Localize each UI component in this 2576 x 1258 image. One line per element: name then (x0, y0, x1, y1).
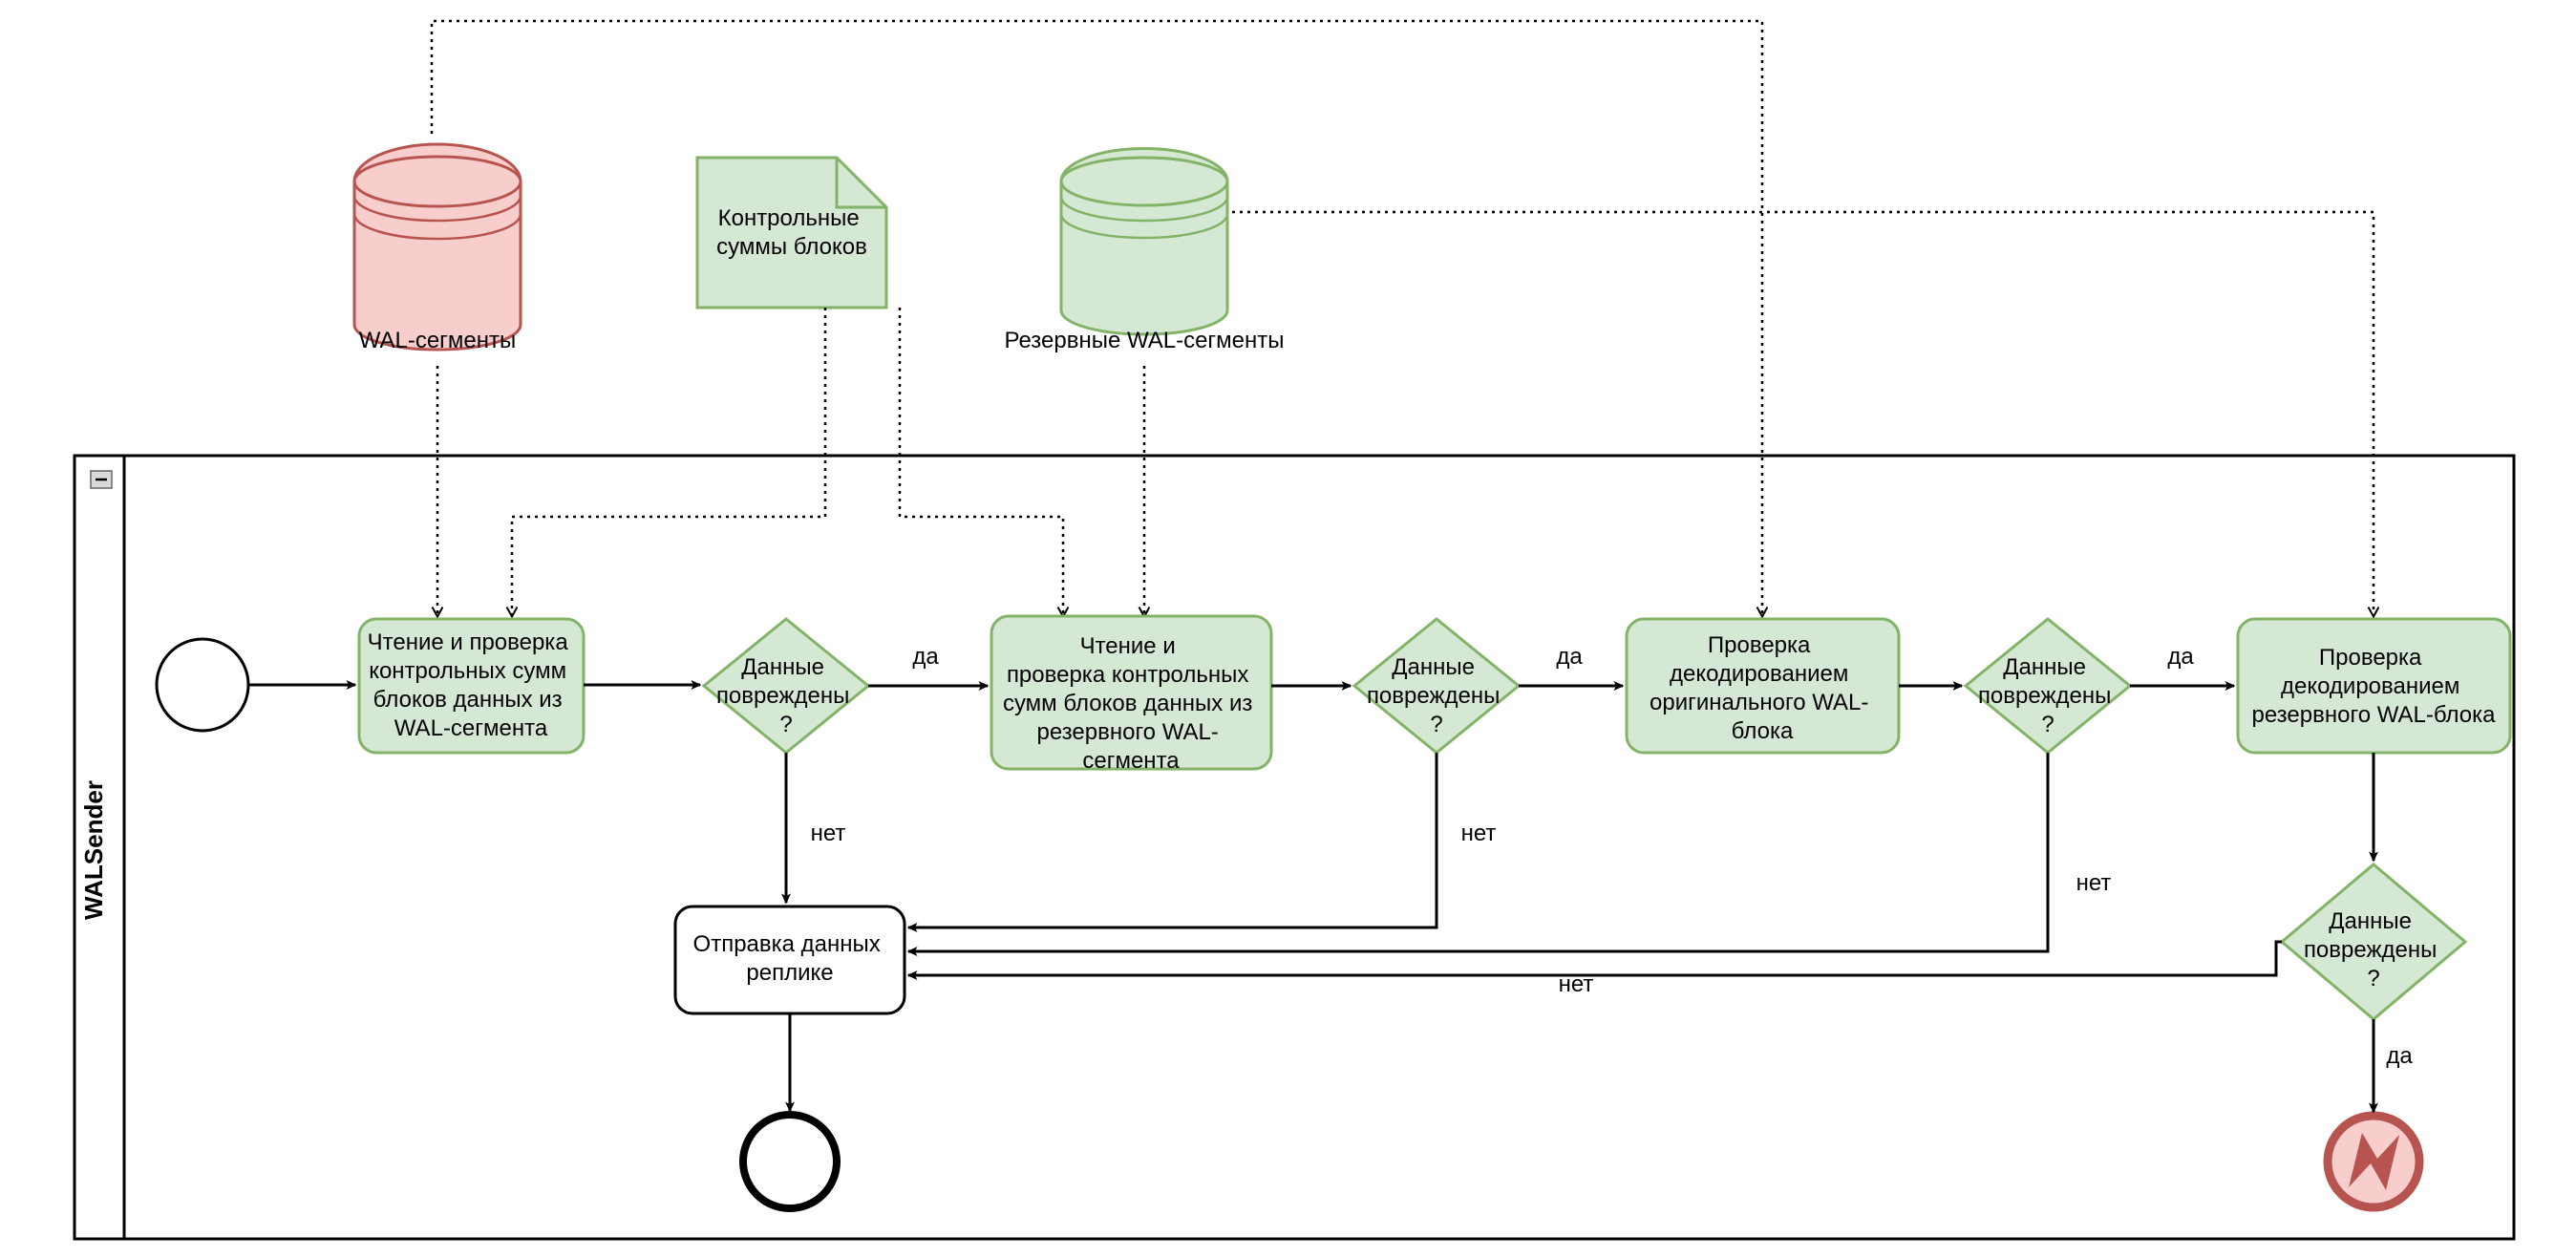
task-read-check-wal-label: Чтение и проверка контрольных сумм блоко… (368, 629, 575, 741)
gateway-3-label: Данные повреждены ? (1978, 654, 2118, 737)
edge-label-no-4: нет (1559, 971, 1594, 997)
flow-gateway2-no-to-send (906, 753, 1438, 932)
datastore-block-checksums[interactable]: Контрольные суммы блоков (695, 156, 888, 309)
edge-label-yes-1: да (912, 644, 939, 670)
association-backup-to-task4 (1232, 210, 2374, 616)
gateway-3[interactable]: Данные повреждены ? (1963, 617, 2133, 755)
datastore-backup-wal-segments-label: Резервные WAL-сегменты (1004, 328, 1284, 353)
task-read-check-wal[interactable]: Чтение и проверка контрольных сумм блоко… (357, 617, 585, 755)
association-wal-to-task3 (430, 19, 1762, 616)
gateway-1-label: Данные повреждены ? (716, 654, 856, 737)
edge-label-yes-2: да (1556, 644, 1583, 670)
datastore-wal-segments-label: WAL-сегменты (359, 328, 517, 353)
gateway-4-label: Данные повреждены ? (2304, 908, 2443, 991)
edge-label-no-1: нет (811, 821, 846, 846)
edge-label-no-2: нет (1461, 821, 1497, 846)
pool-label: WALSender (79, 780, 108, 920)
datastore-block-checksums-label: Контрольные суммы блоков (716, 205, 867, 260)
start-event[interactable] (155, 637, 250, 733)
edge-label-no-3: нет (2076, 870, 2112, 896)
task-decode-backup-label: Проверка декодированием резервного WAL-б… (2252, 645, 2497, 728)
error-end-event[interactable] (2323, 1111, 2424, 1212)
flow-gateway3-no-to-send (906, 753, 2050, 956)
datastore-backup-wal-segments[interactable]: Резервные WAL-сегменты (1004, 146, 1285, 353)
pool-walsender: WALSender (73, 454, 2516, 1241)
datastore-wal-segments[interactable]: WAL-сегменты (352, 142, 522, 353)
lightning-bolt-icon (2349, 1133, 2399, 1190)
task-read-check-backup-wal[interactable]: Чтение и проверка контрольных сумм блоко… (990, 614, 1273, 774)
edge-label-yes-3: да (2167, 644, 2194, 670)
gateway-2[interactable]: Данные повреждены ? (1352, 617, 1522, 755)
gateway-4[interactable]: Данные повреждены ? (2279, 863, 2468, 1021)
gateway-1[interactable]: Данные повреждены ? (701, 617, 871, 755)
edge-label-yes-4: да (2386, 1043, 2413, 1069)
end-event[interactable] (739, 1111, 841, 1212)
flow-gateway4-no-to-send (906, 940, 2282, 980)
pool-collapse-icon[interactable] (90, 470, 113, 489)
gateway-2-label: Данные повреждены ? (1367, 654, 1506, 737)
task-decode-backup[interactable]: Проверка декодированием резервного WAL-б… (2236, 617, 2512, 755)
task-read-check-backup-wal-label: Чтение и проверка контрольных сумм блоко… (1003, 633, 1259, 774)
task-decode-original-label: Проверка декодированием оригинального WA… (1650, 632, 1875, 744)
association-checksums-to-task2 (898, 308, 1063, 616)
task-send-to-replica-label: Отправка данных реплике (693, 931, 887, 986)
task-send-to-replica[interactable]: Отправка данных реплике (673, 905, 906, 1015)
task-decode-original[interactable]: Проверка декодированием оригинального WA… (1625, 617, 1901, 755)
